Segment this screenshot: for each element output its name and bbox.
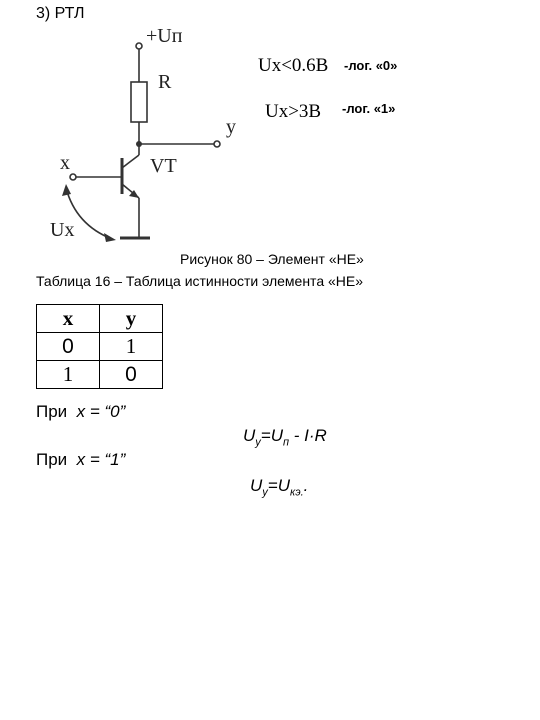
emitter-arrow bbox=[129, 190, 139, 198]
truth-table: x y 0 1 1 0 bbox=[36, 304, 163, 389]
input-terminal bbox=[69, 173, 77, 181]
input-voltage-arrow-top bbox=[62, 184, 71, 196]
figure-caption: Рисунок 80 – Элемент «НЕ» bbox=[180, 251, 364, 267]
table-header-row: x y bbox=[36, 304, 163, 333]
supply-terminal bbox=[135, 42, 143, 50]
table-cell: 0 bbox=[99, 360, 163, 389]
table-header-y: y bbox=[99, 304, 163, 333]
supply-label: +Uп bbox=[146, 25, 183, 47]
table-cell: 1 bbox=[99, 332, 163, 361]
table-cell: 0 bbox=[36, 332, 100, 361]
case-one-prefix: При bbox=[36, 450, 68, 469]
case-one-label: При x = “1” bbox=[36, 450, 125, 470]
formula-subscript: кэ. bbox=[290, 486, 304, 499]
transistor-label: VT bbox=[150, 155, 177, 177]
condition-low-expression: Ux<0.6B bbox=[258, 55, 329, 76]
table-caption: Таблица 16 – Таблица истинности элемента… bbox=[36, 273, 364, 289]
formula-term: . bbox=[303, 476, 309, 495]
table-row: 1 0 bbox=[36, 360, 163, 389]
table-cell: 1 bbox=[36, 360, 100, 389]
input-voltage-arrow-bottom bbox=[104, 233, 116, 242]
formula-term: =U bbox=[260, 426, 283, 445]
formula-term: U bbox=[243, 426, 256, 445]
case-zero-label: При x = “0” bbox=[36, 402, 125, 422]
transistor-collector bbox=[121, 154, 140, 169]
input-voltage-label: Ux bbox=[50, 219, 74, 241]
table-header-x: x bbox=[36, 304, 100, 333]
case-one-condition: x = “1” bbox=[76, 450, 126, 469]
formula-output-low: Uy=Uкэ.. bbox=[250, 476, 308, 498]
formula-term: U bbox=[250, 476, 263, 495]
formula-term: =U bbox=[267, 476, 290, 495]
resistor-r bbox=[130, 81, 148, 123]
formula-subscript: y bbox=[262, 486, 268, 499]
section-heading: 3) РТЛ bbox=[36, 5, 85, 22]
condition-low-label: -лог. «0» bbox=[344, 58, 398, 73]
formula-subscript: п bbox=[283, 436, 290, 449]
formula-output-high: Uy=Uп - I·R bbox=[243, 426, 327, 448]
input-label: x bbox=[60, 152, 70, 174]
formula-term: - I·R bbox=[289, 426, 327, 445]
case-zero-prefix: При bbox=[36, 402, 68, 421]
condition-high-expression: Ux>3B bbox=[265, 101, 322, 122]
table-row: 0 1 bbox=[36, 332, 163, 361]
condition-high-label: -лог. «1» bbox=[342, 101, 396, 116]
resistor-label: R bbox=[158, 71, 172, 93]
output-label: y bbox=[226, 116, 236, 138]
rtl-inverter-schematic: +Uп R y VT x Ux bbox=[50, 25, 236, 242]
formula-subscript: y bbox=[255, 436, 261, 449]
case-zero-condition: x = “0” bbox=[76, 402, 126, 421]
output-terminal bbox=[213, 140, 221, 148]
